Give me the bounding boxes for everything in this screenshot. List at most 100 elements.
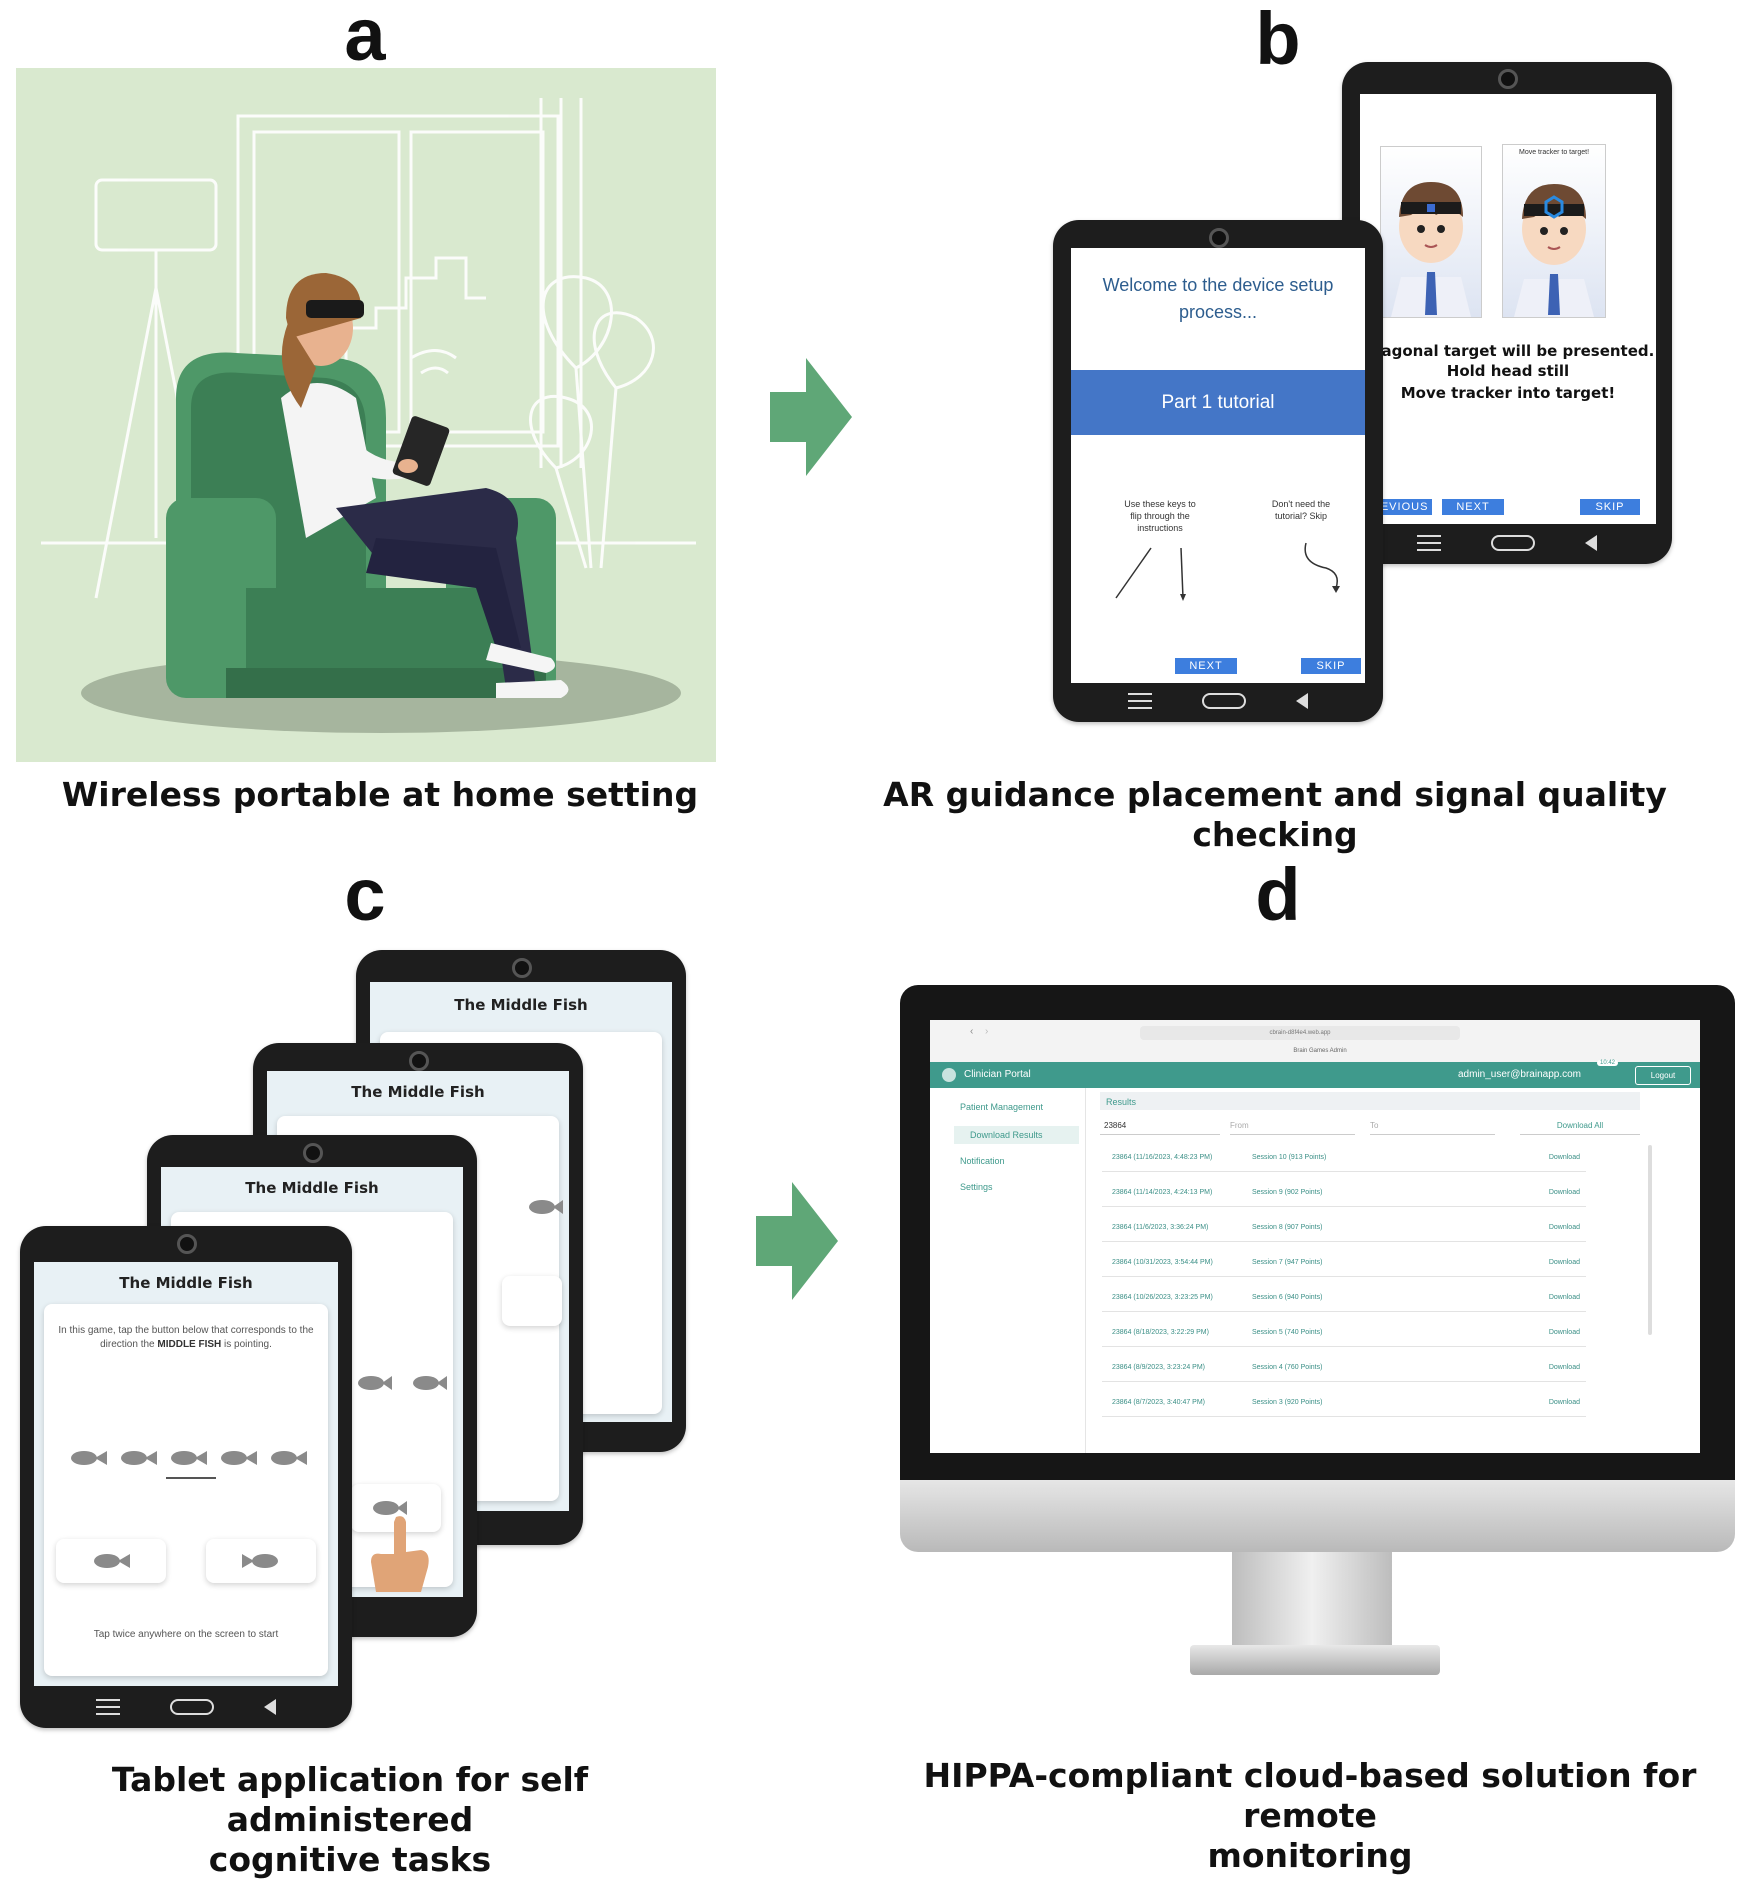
tutorial-banner: Part 1 tutorial [1071,370,1365,435]
task-title: The Middle Fish [245,1179,379,1197]
patient-select[interactable]: 23864 [1100,1118,1220,1135]
home-icon[interactable] [1202,693,1246,709]
camera-icon [1209,228,1229,248]
menu-icon[interactable] [1128,693,1152,709]
home-icon[interactable] [1491,535,1535,551]
skip-button[interactable]: SKIP [1580,499,1640,515]
browser-toolbar: cbrain-d8f4e4.web.app Brain Games Admin … [930,1020,1700,1063]
row-download-link[interactable]: Download [1548,1329,1580,1336]
portal-user-email: admin_user@brainapp.com [1458,1069,1581,1080]
skip-button[interactable]: SKIP [1301,658,1361,674]
row-download-link[interactable]: Download [1548,1224,1580,1231]
android-nav-bar [20,1692,352,1722]
result-row: 23864 (11/16/2023, 4:48:23 PM)Session 10… [1102,1145,1586,1172]
task-title: The Middle Fish [119,1274,253,1292]
tracker-instruction-1: exagonal target will be presented. [1361,342,1655,360]
menu-icon[interactable] [1417,535,1441,551]
instructions-bold: MIDDLE FISH [157,1339,222,1350]
start-hint: Tap twice anywhere on the screen to star… [93,1629,279,1640]
row-download-link[interactable]: Download [1548,1399,1580,1406]
row-download-link[interactable]: Download [1548,1364,1580,1371]
android-nav-bar [1053,686,1383,716]
row-date: 23864 (8/18/2023, 3:22:29 PM) [1112,1329,1209,1336]
row-date: 23864 (8/9/2023, 3:23:24 PM) [1112,1364,1206,1371]
fish-icon [221,1451,257,1465]
result-row: 23864 (10/26/2023, 3:23:25 PM)Session 6 … [1102,1285,1586,1312]
row-download-link[interactable]: Download [1548,1259,1580,1266]
download-all-button[interactable]: Download All [1520,1118,1640,1135]
sidebar-item-notification[interactable]: Notification [960,1156,1005,1166]
answer-button[interactable] [502,1276,562,1326]
results-scrollbar[interactable] [1648,1145,1652,1335]
instructions-pre: In this game, tap the button below that … [58,1325,314,1350]
panel-d-caption: HIPPA-compliant cloud-based solution for… [880,1756,1740,1876]
row-download-link[interactable]: Download [1548,1294,1580,1301]
url-bar[interactable]: cbrain-d8f4e4.web.app [1140,1026,1460,1040]
menu-icon[interactable] [96,1699,120,1715]
camera-icon [303,1143,323,1163]
fish-icon [94,1554,130,1568]
to-date-input[interactable]: To [1370,1118,1495,1135]
panel-b-caption: AR guidance placement and signal quality… [883,775,1667,854]
home-icon[interactable] [170,1699,214,1715]
instructions-post: is pointing. [221,1339,272,1350]
logout-label: Logout [1650,1071,1676,1080]
portal-sidebar: Patient Management Download Results Noti… [930,1088,1086,1453]
result-row: 23864 (11/14/2023, 4:24:13 PM)Session 9 … [1102,1180,1586,1207]
sidebar-item-download-label: Download Results [970,1130,1043,1140]
row-date: 23864 (10/31/2023, 3:54:44 PM) [1112,1259,1213,1266]
result-row: 23864 (11/6/2023, 3:36:24 PM)Session 8 (… [1102,1215,1586,1242]
logout-button[interactable]: Logout [1635,1066,1691,1085]
browser-tab-title[interactable]: Brain Games Admin [1293,1048,1347,1054]
row-session: Session 5 (740 Points) [1252,1329,1323,1336]
task-title: The Middle Fish [454,996,588,1014]
tablet-tracker-screen: Move tracker to target! exagonal target … [1342,62,1672,564]
panel-c-caption-line2: cognitive tasks [208,1840,492,1879]
fish-icon [271,1451,307,1465]
row-session: Session 6 (940 Points) [1252,1294,1323,1301]
camera-icon [1498,69,1518,89]
from-date-input[interactable]: From [1230,1118,1355,1135]
browser-window: cbrain-d8f4e4.web.app Brain Games Admin … [930,1020,1700,1453]
fish-icon [71,1451,107,1465]
row-session: Session 3 (920 Points) [1252,1399,1323,1406]
panel-d-caption-line1: HIPPA-compliant cloud-based solution for… [923,1756,1697,1835]
android-nav-bar [1342,528,1672,558]
welcome-text: Welcome to the device setup process... [1102,275,1334,322]
sidebar-item-download-results[interactable]: Download Results [954,1126,1079,1144]
fish-icon [373,1501,407,1515]
row-session: Session 7 (947 Points) [1252,1259,1323,1266]
hint-arrows [1115,542,1340,601]
camera-icon [512,958,532,978]
results-header-label: Results [1106,1097,1137,1107]
row-session: Session 9 (902 Points) [1252,1189,1323,1196]
right-answer-button[interactable] [206,1539,316,1583]
answer-button[interactable] [351,1484,441,1532]
portal-app-name: Clinician Portal [964,1069,1031,1080]
portal-logo [942,1068,956,1082]
back-icon[interactable] [264,1699,276,1715]
notification-badge[interactable]: 10:42 [1597,1060,1619,1066]
desktop-monitor: cbrain-d8f4e4.web.app Brain Games Admin … [900,985,1735,1552]
avatar-image-right: Move tracker to target! [1502,144,1606,318]
hint-keys-text: Use these keys to flip through the instr… [1124,499,1196,533]
sidebar-item-settings[interactable]: Settings [960,1182,993,1192]
next-button[interactable]: NEXT [1175,658,1237,674]
panel-letter-a: a [344,0,386,76]
row-download-link[interactable]: Download [1548,1154,1580,1161]
row-date: 23864 (8/7/2023, 3:40:47 PM) [1112,1399,1206,1406]
panel-a-caption: Wireless portable at home setting [61,775,699,814]
sidebar-item-patient-management[interactable]: Patient Management [960,1102,1044,1112]
left-answer-button[interactable] [56,1539,166,1583]
fish-icon [121,1451,157,1465]
tutorial-banner-label: Part 1 tutorial [1161,392,1275,413]
back-icon[interactable] [1296,693,1308,709]
back-nav-icon[interactable]: ‹ [970,1026,974,1037]
row-download-link[interactable]: Download [1548,1189,1580,1196]
monitor-base [1190,1645,1440,1675]
forward-nav-icon[interactable]: › [985,1026,989,1037]
back-icon[interactable] [1585,535,1597,551]
task-card: In this game, tap the button below that … [44,1304,328,1676]
fish-icon [529,1200,563,1214]
next-button[interactable]: NEXT [1442,499,1504,515]
